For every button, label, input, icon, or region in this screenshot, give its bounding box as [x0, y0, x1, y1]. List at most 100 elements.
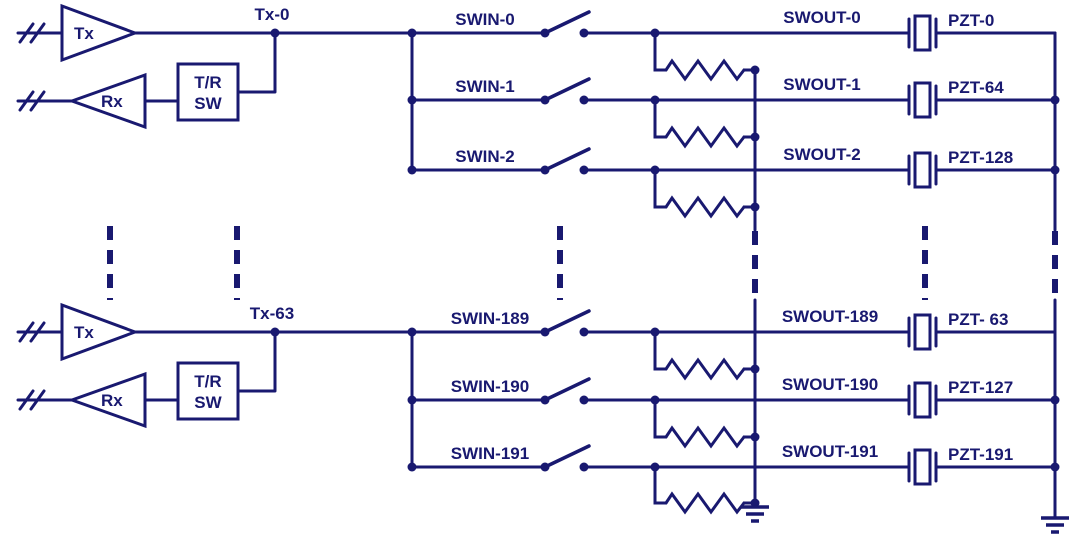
junction-dot	[650, 95, 660, 105]
resistor-icon	[664, 491, 746, 515]
switch-contact-dot	[540, 165, 550, 175]
line-break-icon	[18, 321, 46, 411]
junction-dot	[650, 462, 660, 472]
channel-row: SWIN-1 SWOUT-1 PZT-64	[410, 75, 1057, 149]
ground-icon	[741, 505, 769, 523]
pzt-label: PZT- 63	[948, 310, 1008, 329]
junction-dot	[270, 327, 280, 337]
tr-switch-label-line1: T/R	[194, 372, 221, 391]
switch-contact-dot	[540, 395, 550, 405]
swout-label: SWOUT-189	[782, 307, 878, 326]
junction-dot	[650, 395, 660, 405]
swout-label: SWOUT-2	[783, 145, 860, 164]
pzt-crystal-icon	[913, 81, 932, 119]
channel-row: SWIN-0 SWOUT-0 PZT-0	[410, 8, 1057, 82]
junction-dot	[1050, 462, 1060, 472]
tr-switch-label-line2: SW	[194, 94, 222, 113]
switch-blade-icon	[543, 10, 591, 35]
tx-label: Tx	[74, 323, 94, 342]
pzt-plates-icon	[907, 84, 938, 116]
channel-row: SWIN-191 SWOUT-191 PZT-191	[410, 442, 1057, 515]
switch-blade-icon	[543, 147, 591, 172]
tr-switch-box	[176, 361, 240, 421]
row-wires	[410, 465, 1057, 505]
switch-contact-dot	[540, 28, 550, 38]
junction-dot	[650, 327, 660, 337]
resistor-icon	[664, 58, 746, 82]
pzt-crystal-icon	[913, 14, 932, 52]
switch-contact-dot	[540, 462, 550, 472]
junction-dot	[270, 28, 280, 38]
switch-contact-dot	[579, 95, 589, 105]
channel-group-bottom: Tx Rx T/R SW Tx-63 SWIN-189 SWOUT-18	[16, 302, 1057, 515]
pzt-label: PZT-191	[948, 445, 1013, 464]
swin-label: SWIN-191	[451, 444, 529, 463]
frontend-top: Tx Rx T/R SW Tx-0	[16, 3, 417, 175]
continuation-ellipsis-icon	[107, 226, 1058, 300]
switch-contact-dot	[540, 95, 550, 105]
pzt-plates-icon	[907, 316, 938, 348]
row-wires	[410, 330, 1057, 371]
junction-dot	[1050, 395, 1060, 405]
junction-dot	[1050, 165, 1060, 175]
resistor-icon	[664, 195, 746, 219]
junction-dot	[650, 28, 660, 38]
junction-dot	[1050, 95, 1060, 105]
swout-label: SWOUT-191	[782, 442, 878, 461]
swin-label: SWIN-0	[455, 10, 515, 29]
pzt-crystal-icon	[913, 448, 932, 486]
swout-label: SWOUT-1	[783, 75, 860, 94]
resistor-icon	[664, 125, 746, 149]
line-break-icon	[18, 22, 46, 112]
tx-amplifier	[60, 302, 140, 362]
pzt-plates-icon	[907, 384, 938, 416]
switch-blade-icon	[543, 77, 591, 102]
swout-label: SWOUT-190	[782, 375, 878, 394]
resistor-icon	[664, 425, 746, 449]
pzt-crystal-icon	[913, 381, 932, 419]
switch-contact-dot	[579, 165, 589, 175]
rx-label: Rx	[101, 92, 123, 111]
tr-switch-box	[176, 62, 240, 122]
swin-label: SWIN-190	[451, 377, 529, 396]
pzt-plates-icon	[907, 17, 938, 49]
channel-row: SWIN-190 SWOUT-190 PZT-127	[410, 375, 1057, 449]
tr-switch-label-line1: T/R	[194, 73, 221, 92]
channel-row: SWIN-189 SWOUT-189 PZT- 63	[410, 307, 1057, 381]
tr-switch-label-line2: SW	[194, 393, 222, 412]
channel-group-top: Tx Rx T/R SW Tx-0 SWIN-0 SWOUT-0	[16, 3, 1057, 219]
resistor-icon	[664, 357, 746, 381]
pzt-label: PZT-127	[948, 378, 1013, 397]
pzt-label: PZT-64	[948, 78, 1004, 97]
switch-contact-dot	[579, 462, 589, 472]
shunt-termination-bus	[741, 68, 769, 523]
tx-label: Tx	[74, 24, 94, 43]
rx-amplifier	[67, 371, 147, 429]
channel-row: SWIN-2 SWOUT-2 PZT-128	[410, 145, 1057, 219]
switch-contact-dot	[579, 327, 589, 337]
pzt-label: PZT-128	[948, 148, 1013, 167]
switch-contact-dot	[579, 28, 589, 38]
switch-blade-icon	[543, 309, 591, 334]
row-wires	[410, 31, 1057, 72]
pzt-label: PZT-0	[948, 11, 994, 30]
row-wires	[410, 398, 1057, 439]
row-wires	[410, 98, 1057, 139]
junction-dot	[650, 165, 660, 175]
rx-label: Rx	[101, 391, 123, 410]
swin-label: SWIN-2	[455, 147, 515, 166]
element-return-bus	[1041, 31, 1069, 534]
switch-contact-dot	[579, 395, 589, 405]
switch-contact-dot	[540, 327, 550, 337]
ground-icon	[1041, 516, 1069, 534]
switch-blade-icon	[543, 377, 591, 402]
pzt-crystal-icon	[913, 313, 932, 351]
pzt-plates-icon	[907, 451, 938, 483]
swin-label: SWIN-189	[451, 309, 529, 328]
switch-blade-icon	[543, 444, 591, 469]
tx-amplifier	[60, 3, 140, 63]
swin-label: SWIN-1	[455, 77, 515, 96]
frontend-bottom: Tx Rx T/R SW Tx-63	[16, 302, 417, 472]
